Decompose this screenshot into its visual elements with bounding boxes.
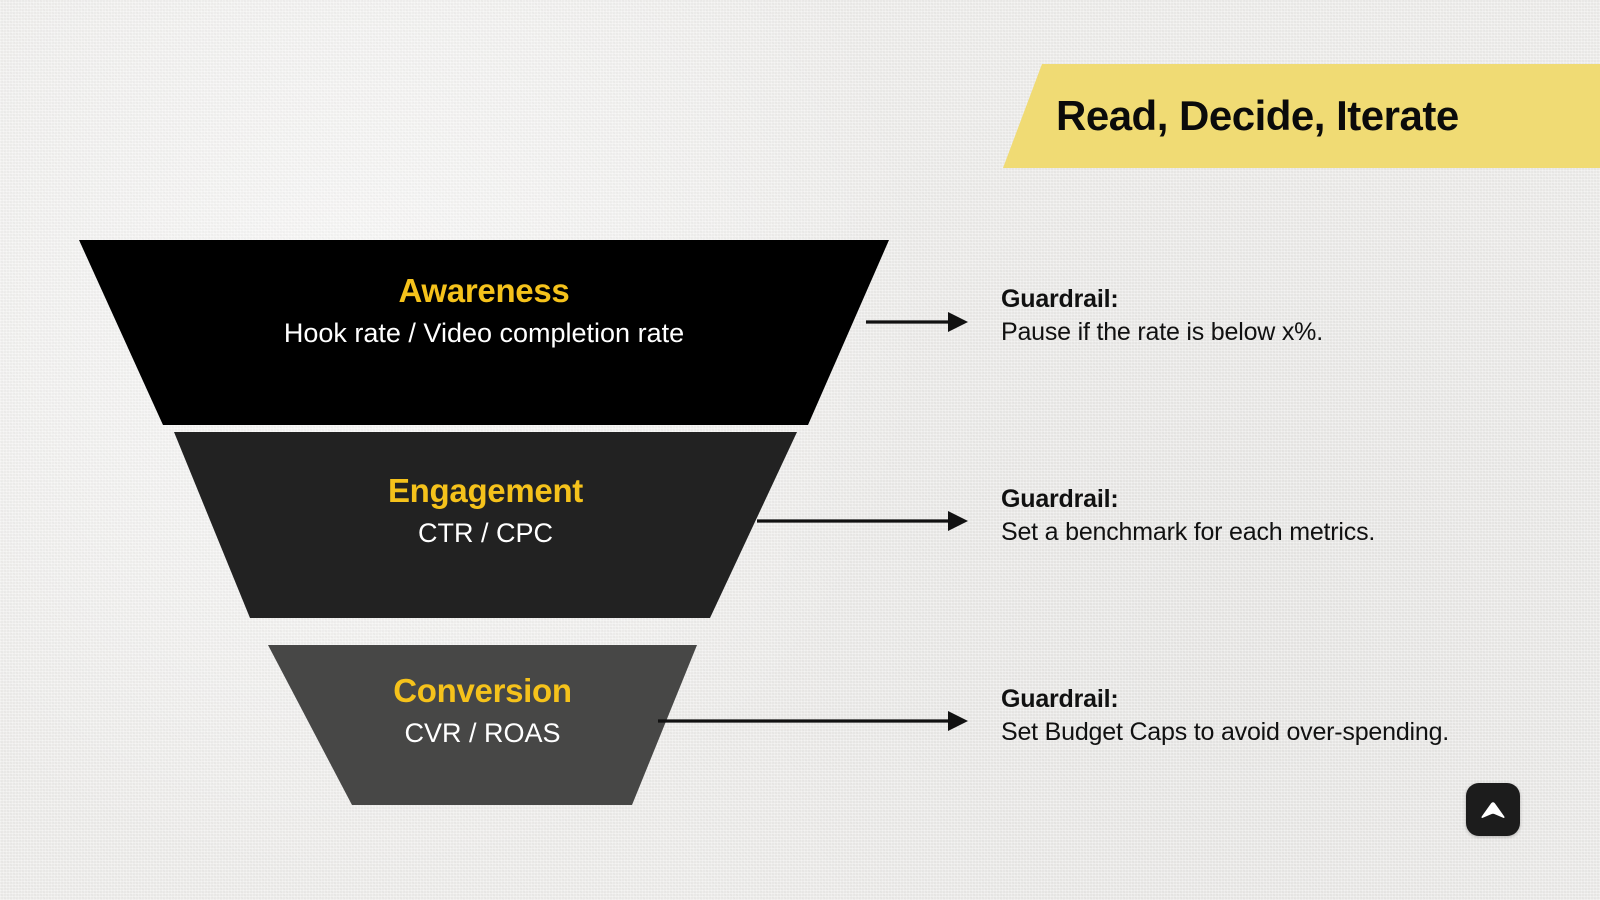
funnel-stage-conversion[interactable] <box>268 645 697 805</box>
guardrail-body: Set a benchmark for each metrics. <box>1001 518 1376 546</box>
guardrail-note-conversion: Guardrail: Set Budget Caps to avoid over… <box>1001 687 1451 753</box>
caret-up-icon <box>1480 801 1506 819</box>
connector-arrow-engagement <box>757 511 968 531</box>
guardrail-note-engagement: Guardrail: Set a benchmark for each metr… <box>1001 487 1451 553</box>
funnel-stage-engagement[interactable] <box>174 432 797 618</box>
connector-arrow-awareness <box>866 312 968 332</box>
page-title: Read, Decide, Iterate <box>1056 92 1459 139</box>
funnel-stage-awareness[interactable] <box>79 240 889 425</box>
guardrail-body: Pause if the rate is below x%. <box>1001 318 1323 346</box>
guardrail-heading: Guardrail: <box>1001 485 1119 513</box>
guardrail-body: Set Budget Caps to avoid over-spending. <box>1001 718 1450 746</box>
connector-arrow-conversion <box>658 711 968 731</box>
funnel-diagram <box>79 240 968 805</box>
guardrail-heading: Guardrail: <box>1001 285 1119 313</box>
guardrail-heading: Guardrail: <box>1001 685 1119 713</box>
scroll-to-top-button[interactable] <box>1466 783 1520 836</box>
guardrail-note-awareness: Guardrail: Pause if the rate is below x%… <box>1001 287 1451 353</box>
title-banner: Read, Decide, Iterate <box>1003 64 1600 168</box>
